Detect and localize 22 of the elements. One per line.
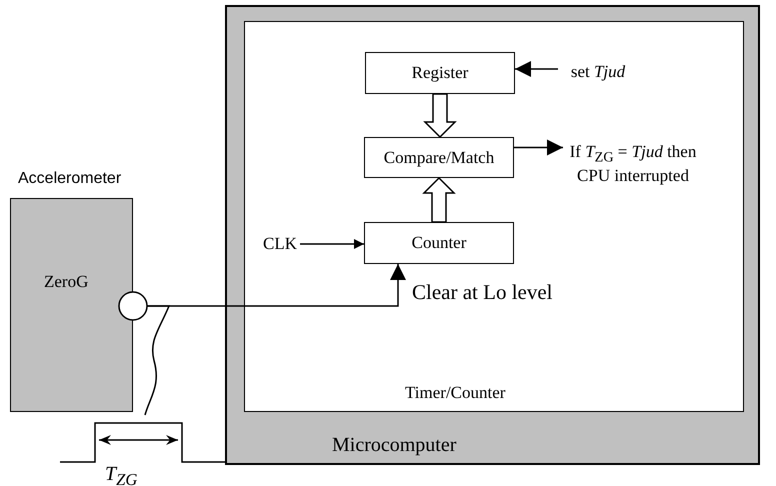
output-label: If T$_{ZG}$ = Tjud then CPU interrupted [568,142,698,186]
hollow-arrow [423,93,457,138]
sensor-heading: Accelerometer [18,170,122,188]
arrow [514,140,563,156]
box-label: Register [412,63,468,83]
arrow [300,239,364,249]
pin-label: ZeroG [44,272,88,292]
box-label: Compare/Match [384,148,494,168]
connector-line [144,305,170,416]
box-title: Microcomputer [332,434,456,457]
input-label: set Tjud [570,62,626,82]
arrow [515,61,558,77]
process-box [364,222,514,264]
box-label: Counter [412,233,466,253]
duration-label: T$_{ZG}$ [105,463,138,486]
timer-counter-box [244,21,744,412]
box-title: Timer/Counter [405,383,506,403]
process-box [365,52,515,94]
microcomputer-box [225,5,760,465]
process-box [364,137,514,178]
signal-label: CLK [262,234,298,254]
hollow-arrow [422,176,456,223]
